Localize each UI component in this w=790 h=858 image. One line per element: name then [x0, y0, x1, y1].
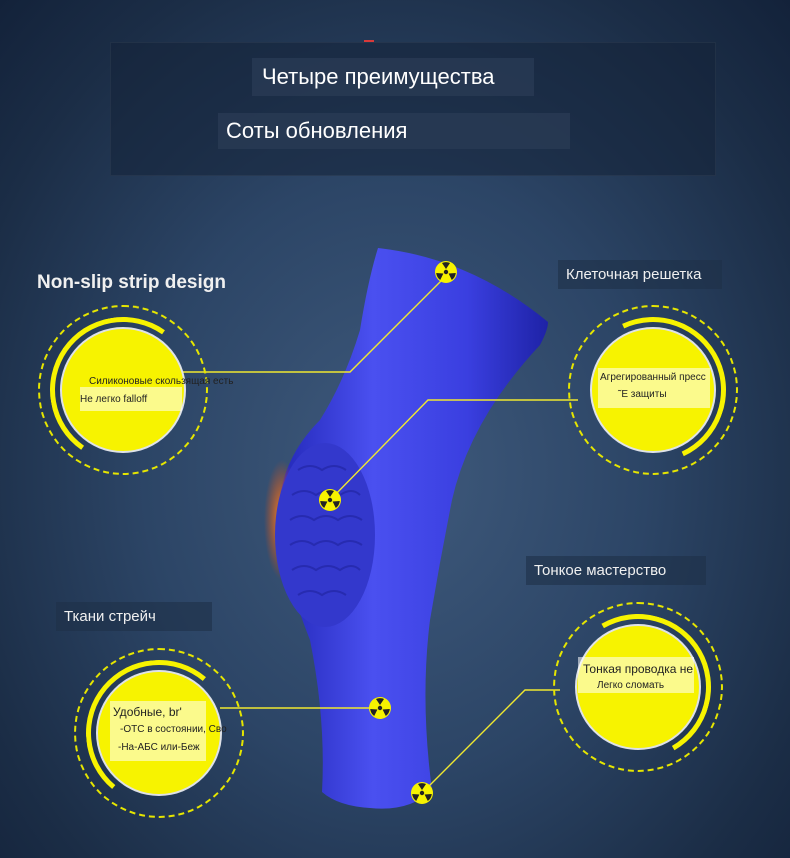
feature-text-line2: Легко сломать: [597, 680, 665, 691]
feature-text-line3: -На-АБС или-Беж: [118, 742, 200, 753]
red-dash-decoration: [364, 40, 374, 42]
feature-text-line2: -ОТС в состоянии, Сво: [120, 724, 227, 735]
title-box-2: [218, 113, 570, 149]
page-subtitle: Соты обновления: [226, 118, 408, 143]
text-highlight-box: [80, 387, 182, 411]
text-highlight-box: [598, 368, 710, 408]
page-title: Четыре преимущества: [262, 64, 495, 89]
text-highlight-box: [578, 657, 694, 693]
feature-text-line2: Не легко falloff: [80, 394, 148, 405]
radiation-icon: [411, 782, 433, 804]
feature-text-line1: Агрегированный пресс: [600, 372, 706, 383]
circle-dashed-ring: [74, 648, 244, 818]
feature-heading-craft: Тонкое мастерство: [526, 556, 706, 585]
feature-heading-stretch: Ткани стрейч: [56, 602, 212, 631]
feature-heading-non-slip: Non-slip strip design: [37, 272, 226, 293]
feature-text-line1: Удобные, br': [113, 705, 182, 719]
feature-heading-grid: Клеточная решетка: [558, 260, 722, 289]
title-box-1: [252, 58, 534, 96]
radiation-icon: [319, 489, 341, 511]
feature-text-line1: Тонкая проводка не: [583, 662, 694, 676]
text-highlight-box: [110, 701, 206, 761]
circle-dashed-ring: [568, 305, 738, 475]
feature-text-line1: Силиконовые скользящая есть: [89, 376, 234, 387]
radiation-icon: [369, 697, 391, 719]
feature-text-line2: ˜Е защиты: [618, 389, 667, 400]
circle-dashed-ring: [553, 602, 723, 772]
circle-dashed-ring: [38, 305, 208, 475]
radiation-icon: [435, 261, 457, 283]
